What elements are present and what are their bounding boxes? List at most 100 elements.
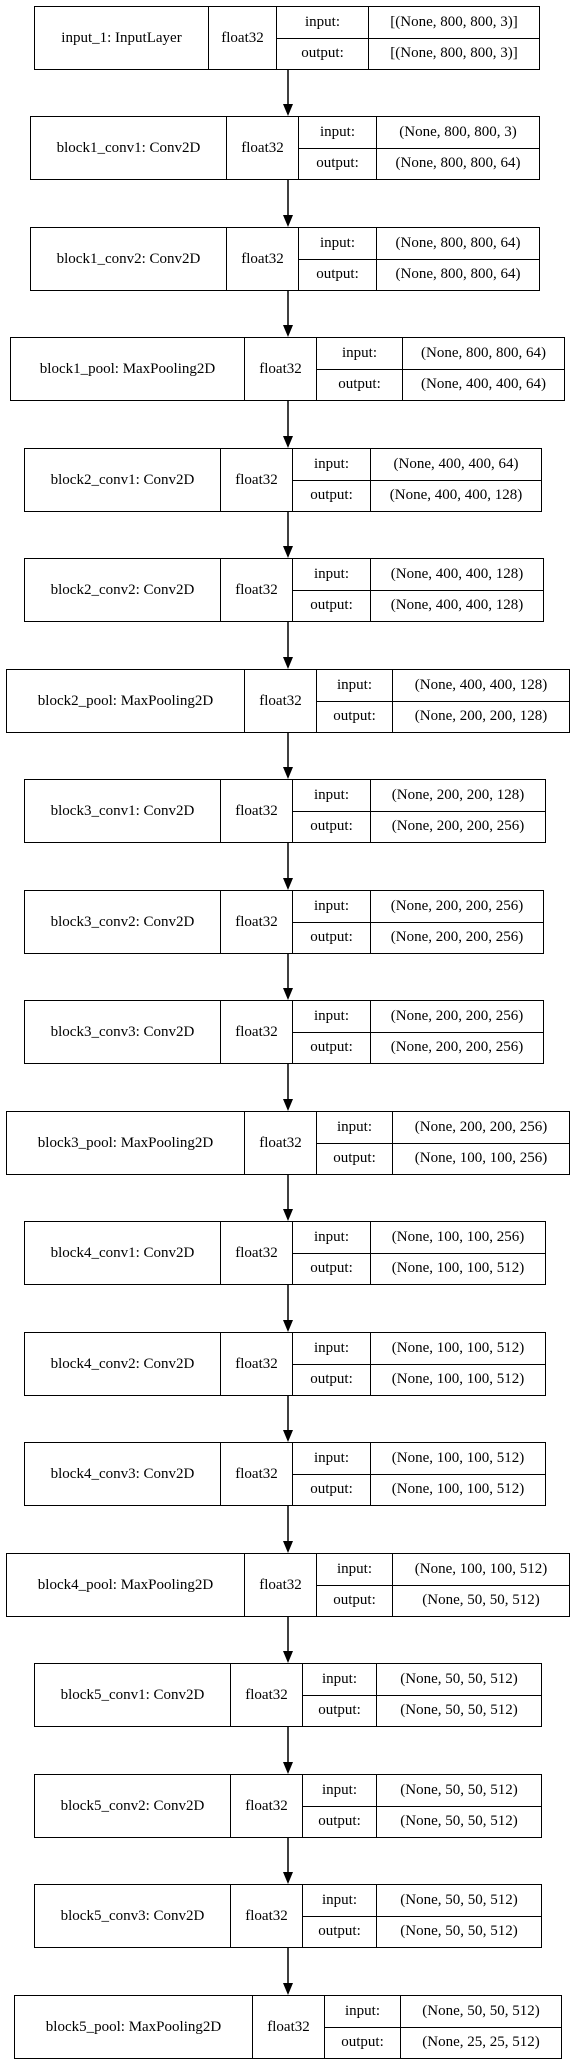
arrow-head-icon <box>283 1762 293 1774</box>
input-row: input:(None, 200, 200, 256) <box>317 1112 569 1143</box>
input-label: input: <box>293 1001 371 1032</box>
input-row: input:(None, 200, 200, 256) <box>293 891 543 922</box>
layer-name: block4_conv1: Conv2D <box>25 1222 221 1284</box>
output-row: output:(None, 200, 200, 256) <box>293 1031 543 1063</box>
layer-io: input:(None, 50, 50, 512)output: (None, 5… <box>303 1775 541 1837</box>
input-label: input: <box>299 228 377 259</box>
layer-io: input:(None, 200, 200, 128)output:(None,… <box>293 780 545 842</box>
input-label: input: <box>317 670 393 701</box>
input-label: input: <box>303 1775 377 1806</box>
output-row: output:(None, 800, 800, 64) <box>299 147 539 179</box>
arrow-head-icon <box>283 1209 293 1221</box>
output-label: output: <box>303 1695 377 1726</box>
input-label: input: <box>303 1885 377 1916</box>
input-label: input: <box>299 117 377 148</box>
input-label: input: <box>293 559 371 590</box>
output-row: output: (None, 400, 400, 128) <box>293 479 541 511</box>
layer-name: block5_conv2: Conv2D <box>35 1775 231 1837</box>
input-shape: (None, 200, 200, 256) <box>390 1007 524 1024</box>
input-row: input: (None, 400, 400, 128) <box>317 670 569 701</box>
layer-name: block2_conv1: Conv2D <box>25 449 221 511</box>
input-row: input:(None, 50, 50, 512) <box>303 1775 541 1806</box>
output-label: output: <box>293 1032 371 1063</box>
arrow-head-icon <box>283 215 293 227</box>
layer-dtype: float32 <box>209 7 277 69</box>
output-label: output: <box>325 2027 401 2058</box>
input-label: input: <box>293 1222 371 1253</box>
layer-dtype: float32 <box>221 449 293 511</box>
layer-name: block1_pool: MaxPooling2D <box>11 338 245 400</box>
layer-name: input_1: InputLayer <box>35 7 209 69</box>
layer-name: block3_conv3: Conv2D <box>25 1001 221 1063</box>
layer-name: block4_conv3: Conv2D <box>25 1443 221 1505</box>
layer-io: input:(None, 100, 100, 256)output:(None,… <box>293 1222 545 1284</box>
layer-dtype: float32 <box>231 1885 303 1947</box>
layer-io: input:(None, 400, 400, 64)output:(None, … <box>293 449 541 511</box>
layer-dtype: float32 <box>221 891 293 953</box>
output-shape: (None, 400, 400, 128) <box>390 597 524 614</box>
output-label: output: <box>293 1364 371 1395</box>
input-shape: (None, 100, 100, 512) <box>391 1449 525 1466</box>
output-row: output:(None, 200, 200, 256) <box>293 810 545 842</box>
output-label: output: <box>277 38 369 69</box>
input-shape: (None, 400, 400, 128) <box>414 676 548 693</box>
output-label: output: <box>293 480 371 511</box>
layer-io: input:(None, 100, 100, 512)output:(None,… <box>293 1443 545 1505</box>
input-row: input:(None, 50, 50, 512) <box>303 1664 541 1695</box>
layer-name: block1_conv2: Conv2D <box>31 228 227 290</box>
output-shape: (None, 100, 100, 512) <box>391 1371 525 1388</box>
input-row: input:(None, 400, 400, 128) <box>293 559 543 590</box>
input-row: input: (None, 50, 50, 512) <box>303 1885 541 1916</box>
layer-dtype: float32 <box>231 1664 303 1726</box>
output-shape: (None, 50, 50, 512) <box>400 1923 518 1940</box>
output-row: output:(None, 800, 800, 64) <box>299 258 539 290</box>
output-shape: (None, 800, 800, 64) <box>395 266 521 283</box>
layer-io: input:(None, 200, 200, 256)output:(None,… <box>293 891 543 953</box>
layer-name: block2_conv2: Conv2D <box>25 559 221 621</box>
input-row: input:(None, 100, 100, 512) <box>293 1333 545 1364</box>
input-row: input: (None, 800, 800, 64) <box>299 228 539 259</box>
layer-dtype: float32 <box>245 338 317 400</box>
layer-io: input:(None, 50, 50, 512)output: (None, 5… <box>303 1664 541 1726</box>
input-shape: (None, 800, 800, 64) <box>395 234 521 251</box>
input-shape: (None, 50, 50, 512) <box>400 1670 518 1687</box>
output-row: output:(None, 400, 400, 128) <box>293 589 543 621</box>
arrow-head-icon <box>283 1320 293 1332</box>
input-shape: (None, 50, 50, 512) <box>400 1891 518 1908</box>
output-row: output:(None, 400, 400, 64) <box>317 368 564 400</box>
layer-dtype: float32 <box>221 559 293 621</box>
output-shape: (None, 400, 400, 128) <box>389 487 523 504</box>
output-shape: (None, 25, 25, 512) <box>422 2034 540 2051</box>
output-shape: (None, 200, 200, 256) <box>390 929 524 946</box>
layer-dtype: float32 <box>221 780 293 842</box>
output-shape: (None, 800, 800, 64) <box>395 155 521 172</box>
input-label: input: <box>317 1112 393 1143</box>
layer-name: block5_conv1: Conv2D <box>35 1664 231 1726</box>
arrow-head-icon <box>283 1983 293 1995</box>
arrow-head-icon <box>283 1099 293 1111</box>
layer-name: block3_conv2: Conv2D <box>25 891 221 953</box>
input-shape: (None, 400, 400, 64) <box>393 455 519 472</box>
output-label: output: <box>303 1806 377 1837</box>
output-shape: (None, 50, 50, 512) <box>400 1813 518 1830</box>
